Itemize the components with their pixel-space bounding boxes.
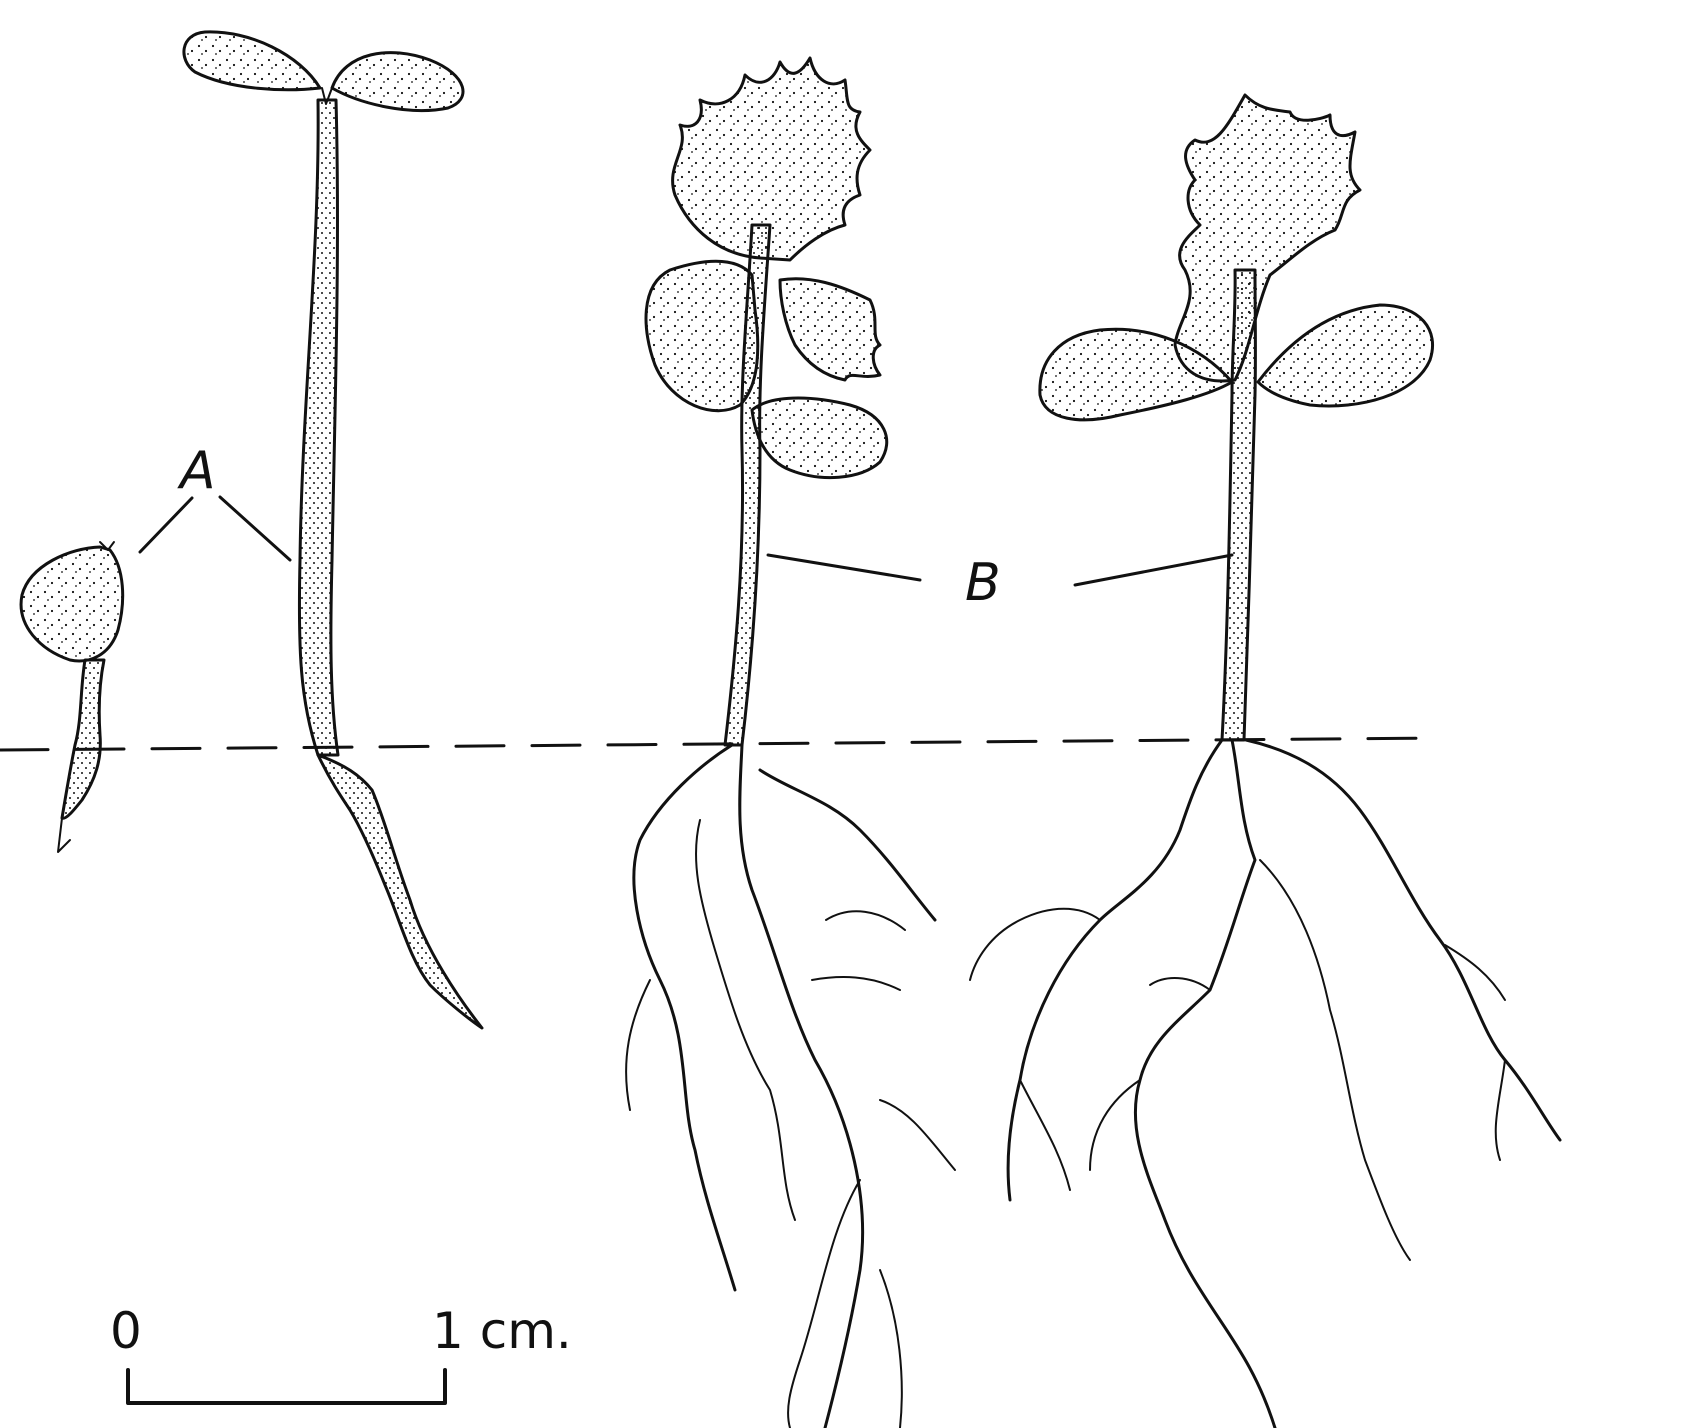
seedling-true-leaves-left (625, 56, 956, 1428)
seedling-true-leaves-right (969, 93, 1562, 1428)
scale-bar-end-label: 1 cm. (432, 1302, 572, 1360)
soil-line (0, 736, 1442, 752)
seedling-elongated-hypocotyl (182, 30, 484, 1030)
label-a-group: A (138, 441, 292, 562)
seedling-germinating-seed (19, 541, 125, 853)
scale-bar: 0 1 cm. (110, 1302, 572, 1405)
label-b-group: B (766, 553, 1234, 613)
label-a: A (177, 441, 216, 501)
scale-bar-start-label: 0 (110, 1302, 142, 1360)
label-b: B (965, 553, 1001, 613)
